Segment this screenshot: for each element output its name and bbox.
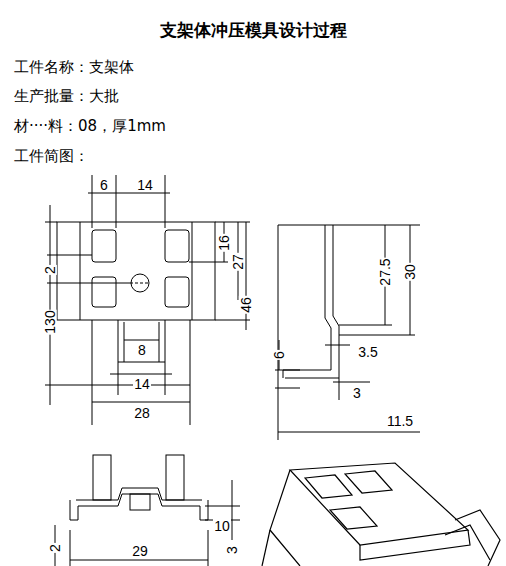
dimension-value: 29 (131, 544, 149, 558)
dimension-value: 10 (213, 519, 231, 533)
dimension-value: 6 (272, 350, 286, 360)
side-view (275, 225, 420, 440)
dimension-value: 28 (133, 406, 151, 420)
dimension-value: 2 (48, 543, 62, 553)
dimension-value: 14 (133, 377, 151, 391)
dimension-value: 30 (403, 263, 417, 281)
dimension-value: 6 (99, 178, 109, 192)
dimension-value: 130 (43, 309, 57, 334)
info-line: 材····料：08，厚1mm (14, 119, 166, 134)
page-title: 支架体冲压模具设计过程 (160, 22, 347, 39)
dimension-value: 2 (43, 265, 57, 275)
info-line: 工件名称：支架体 (14, 60, 134, 75)
bottom-view (55, 455, 240, 566)
info-line: 生产批量：大批 (14, 89, 119, 104)
dimension-value: 3.5 (357, 345, 378, 359)
dimension-value: 8 (137, 343, 147, 357)
dimension-value: 46 (239, 296, 253, 314)
info-line: 工件简图： (14, 149, 89, 164)
dimension-value: 3 (352, 386, 362, 400)
dimension-value: 14 (136, 178, 154, 192)
dimension-value: 16 (217, 234, 231, 252)
iso-sketch (262, 463, 500, 566)
front-view (45, 175, 250, 425)
dimension-value: 3 (225, 545, 239, 555)
dimension-value: 11.5 (386, 414, 414, 428)
dimension-value: 27 (231, 253, 245, 271)
dimension-value: 27.5 (378, 257, 392, 286)
